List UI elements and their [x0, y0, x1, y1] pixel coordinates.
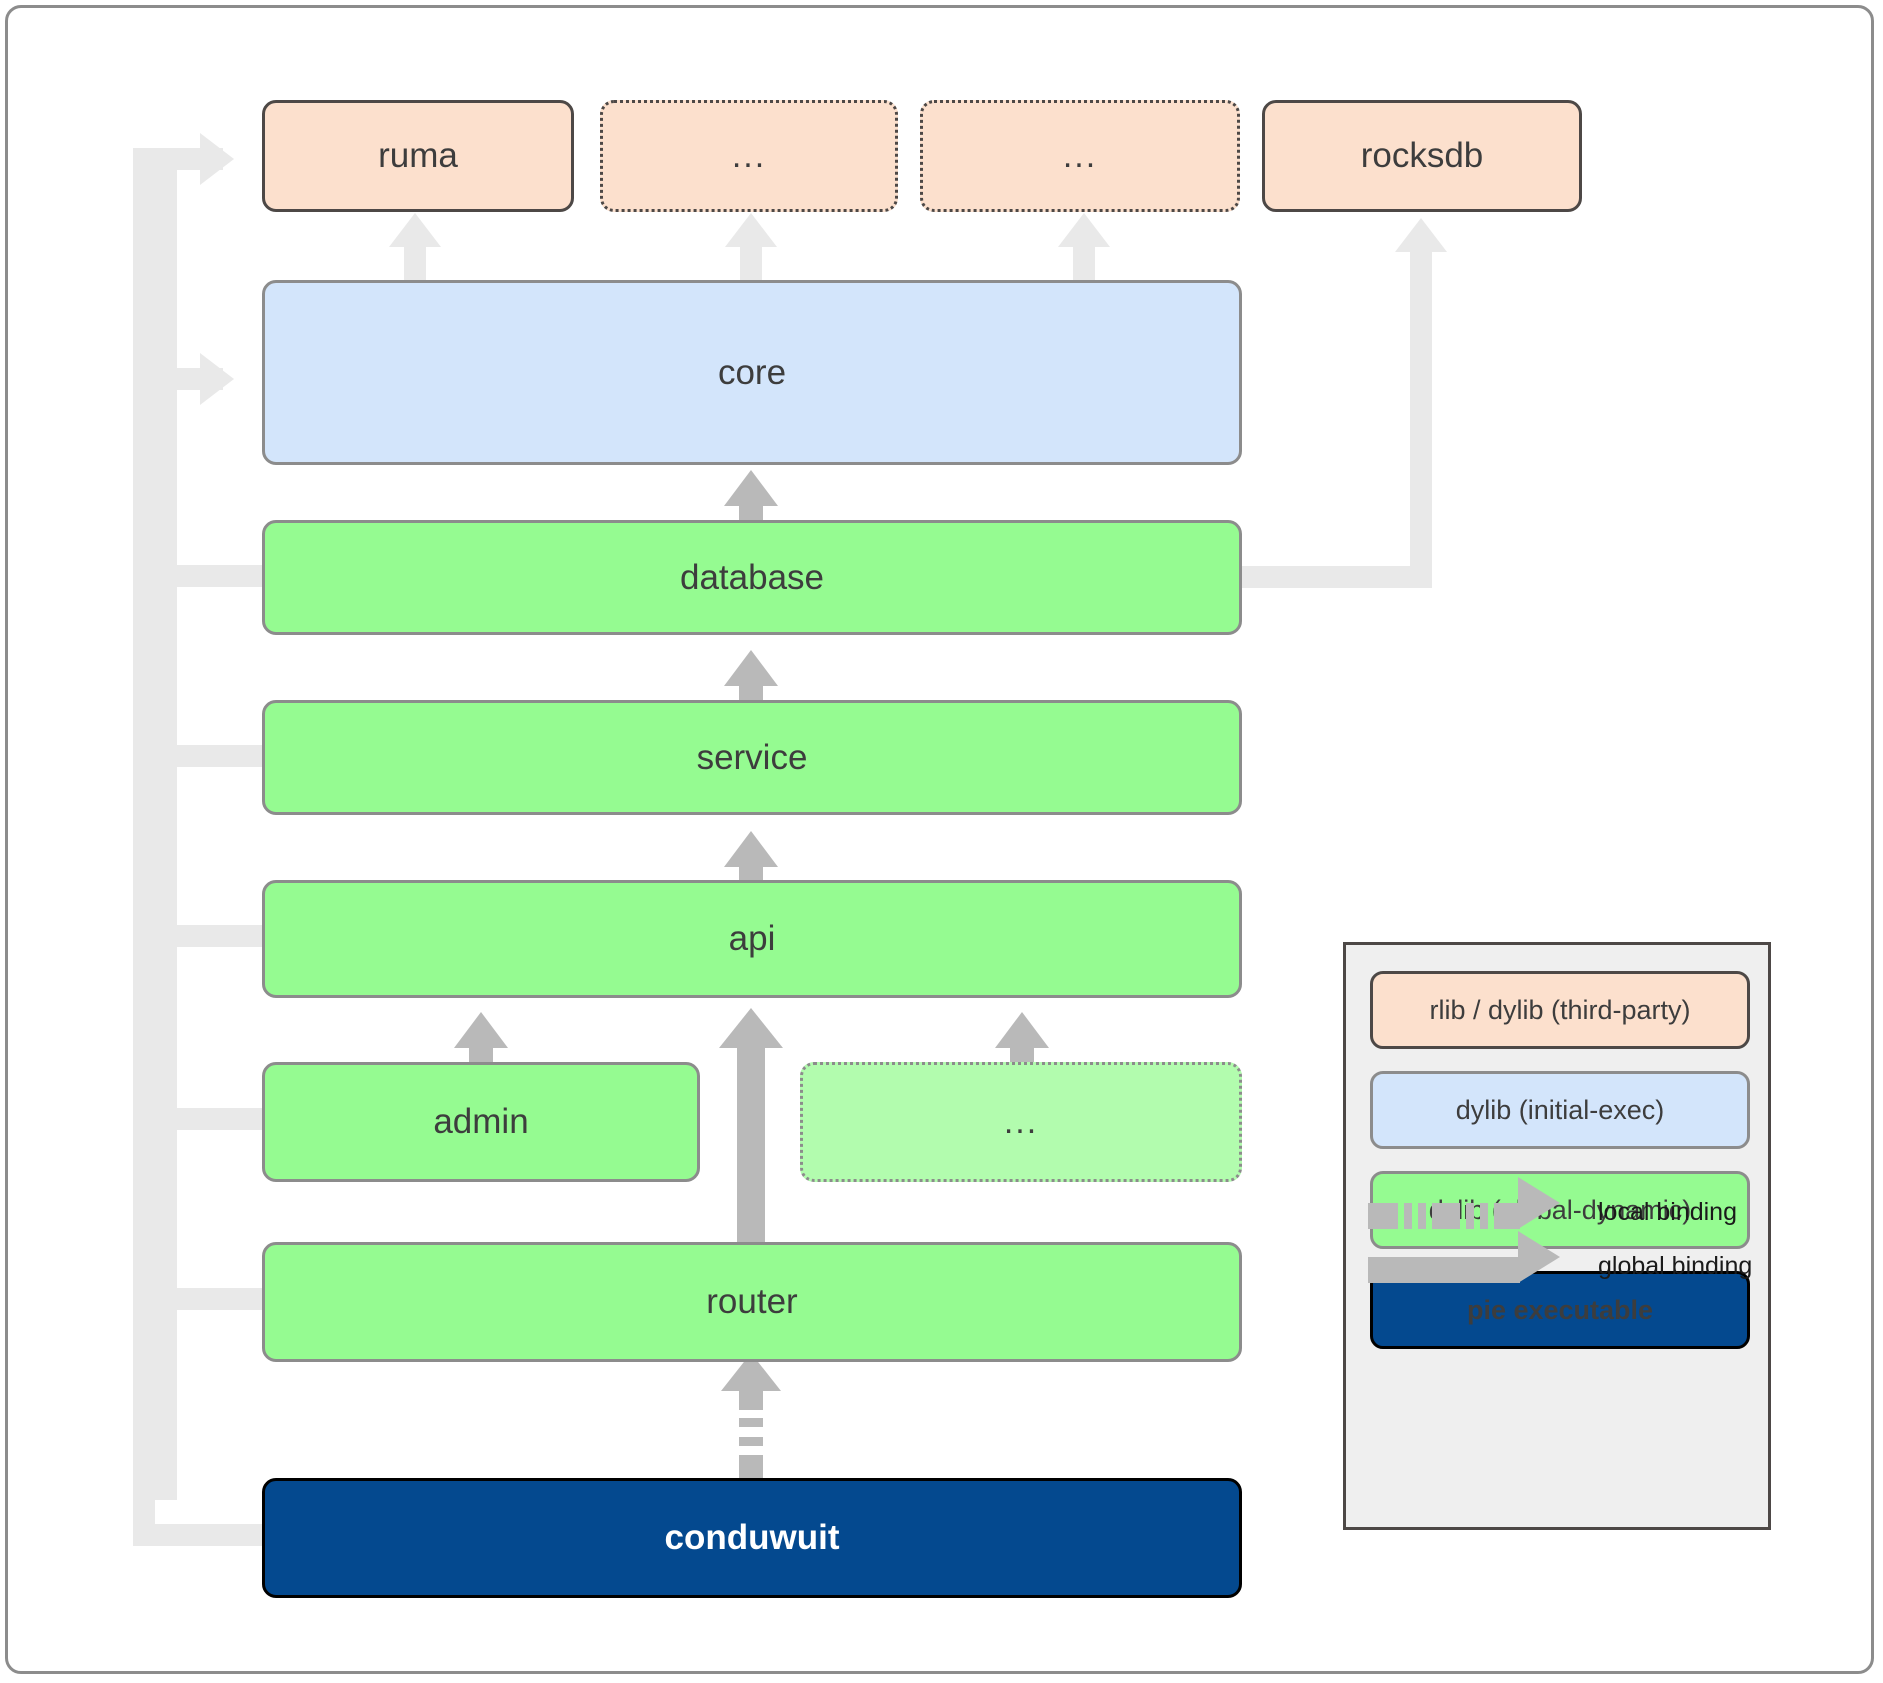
rocksdb-elbow-horizontal [1232, 566, 1432, 588]
local-branch-admin [155, 1108, 267, 1130]
local-trunk-bottom-horizontal [133, 1524, 273, 1546]
router-to-api-shaft [737, 1043, 765, 1246]
node-service[interactable]: service [262, 700, 1242, 815]
legend-swatch-third-party: rlib / dylib (third-party) [1370, 971, 1750, 1049]
conduwuit-to-router-seg-2 [739, 1437, 763, 1446]
rocksdb-arrow-head [1395, 218, 1447, 252]
node-api[interactable]: api [262, 880, 1242, 998]
node-conduwuit[interactable]: conduwuit [262, 1478, 1242, 1598]
core-to-ruma-head [389, 213, 441, 247]
local-trunk-inner-vertical [155, 160, 177, 1500]
local-branch-router [155, 1288, 267, 1310]
node-database-label: database [679, 557, 825, 597]
core-to-third-b-shaft [1073, 240, 1095, 285]
local-branch-database [155, 565, 267, 587]
node-third-party-a-label: ... [731, 136, 767, 175]
local-arrow-core [200, 353, 234, 405]
node-conduwuit-label: conduwuit [664, 1518, 840, 1557]
node-core-label: core [717, 352, 787, 392]
node-rocksdb-label: rocksdb [1360, 136, 1484, 175]
api-to-service-head [724, 831, 778, 867]
node-extra-label: ... [1003, 1102, 1039, 1141]
extra-to-api-head [995, 1012, 1049, 1048]
core-to-ruma-shaft [404, 240, 426, 285]
local-arrow-ruma [200, 133, 234, 185]
node-database[interactable]: database [262, 520, 1242, 635]
core-to-third-a-head [725, 213, 777, 247]
legend-local-binding-label: local binding [1598, 1198, 1737, 1226]
service-to-database-head [724, 650, 778, 686]
legend-global-binding-label: global binding [1598, 1252, 1753, 1280]
node-third-party-b[interactable]: ... [920, 100, 1240, 212]
node-third-party-a[interactable]: ... [600, 100, 898, 212]
legend-swatch-initial-exec: dylib (initial-exec) [1370, 1071, 1750, 1149]
router-to-api-head [719, 1008, 783, 1048]
rocksdb-elbow-vertical [1410, 248, 1432, 588]
legend-swatch-pie-executable: pie executable [1370, 1271, 1750, 1349]
node-extra[interactable]: ... [800, 1062, 1242, 1182]
core-to-third-a-shaft [740, 240, 762, 285]
node-service-label: service [696, 737, 808, 777]
legend-swatch-third-party-label: rlib / dylib (third-party) [1429, 994, 1691, 1025]
local-trunk-outer-vertical [133, 148, 155, 1546]
node-rocksdb[interactable]: rocksdb [1262, 100, 1582, 212]
legend-swatch-initial-exec-label: dylib (initial-exec) [1455, 1094, 1665, 1125]
node-router-label: router [706, 1282, 798, 1321]
node-admin-label: admin [433, 1102, 529, 1141]
node-router[interactable]: router [262, 1242, 1242, 1362]
core-to-third-b-head [1058, 213, 1110, 247]
local-branch-api [155, 925, 267, 947]
node-api-label: api [728, 919, 776, 958]
node-ruma[interactable]: ruma [262, 100, 574, 212]
conduwuit-to-router-seg-3 [739, 1418, 763, 1427]
conduwuit-to-router-shaft [739, 1388, 763, 1410]
node-core[interactable]: core [262, 280, 1242, 465]
node-third-party-b-label: ... [1062, 136, 1098, 175]
admin-to-api-head [454, 1012, 508, 1048]
node-admin[interactable]: admin [262, 1062, 700, 1182]
legend-swatch-pie-executable-label: pie executable [1466, 1294, 1654, 1325]
local-branch-service [155, 745, 267, 767]
node-ruma-label: ruma [378, 136, 458, 175]
database-to-core-head [724, 470, 778, 506]
legend-panel: rlib / dylib (third-party) dylib (initia… [1343, 942, 1771, 1530]
